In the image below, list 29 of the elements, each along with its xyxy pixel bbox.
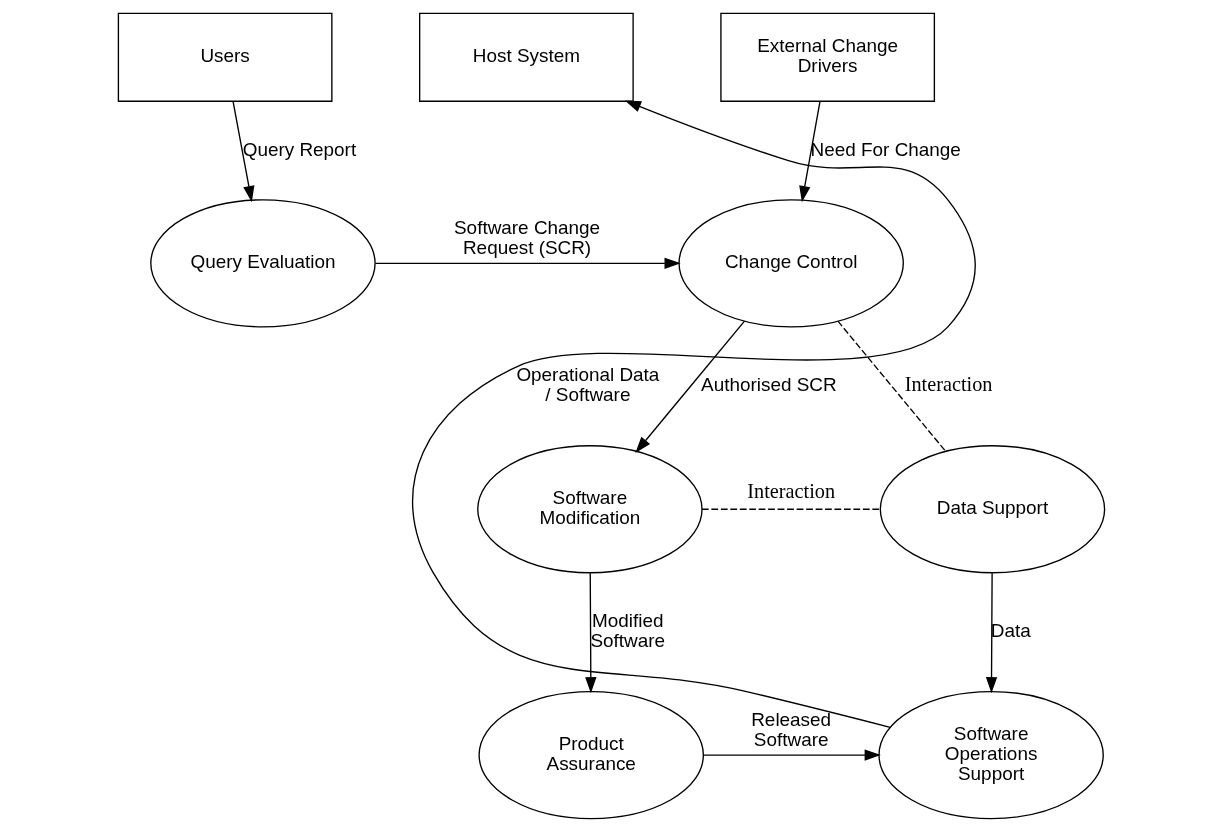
connector [701, 508, 881, 510]
arrow [232, 100, 255, 203]
arrow [635, 320, 746, 453]
node-box: External Change Drivers [720, 12, 936, 102]
edge-label: Modified Software [590, 610, 666, 652]
arrow [585, 572, 597, 694]
edge-label: Need For Change [810, 138, 961, 160]
edge-label: Interaction [904, 373, 993, 396]
connector [837, 320, 947, 453]
edge-label: Released Software [751, 708, 832, 750]
node-ellipse: Change Control [678, 199, 904, 328]
node-box: Host System [419, 12, 634, 102]
node-box: Users [117, 12, 333, 102]
edge-label: Query Report [242, 138, 357, 160]
arrow [703, 749, 881, 761]
node-ellipse: Query Evaluation [150, 199, 376, 328]
node-ellipse: Product Assurance [478, 690, 705, 820]
arrow [412, 100, 976, 728]
edge-label: Operational Data / Software [516, 364, 660, 406]
edge-label: Software Change Request (SCR) [454, 216, 601, 259]
node-ellipse: Data Support [879, 445, 1106, 574]
edge-label: Data [990, 620, 1031, 642]
arrow [374, 257, 681, 270]
edge-label: Authorised SCR [701, 374, 837, 396]
node-ellipse: Software Operations Support [878, 690, 1104, 820]
edge-label: Interaction [747, 480, 836, 503]
node-ellipse: Software Modification [477, 445, 703, 574]
arrow [985, 572, 998, 694]
arrow [799, 100, 821, 203]
